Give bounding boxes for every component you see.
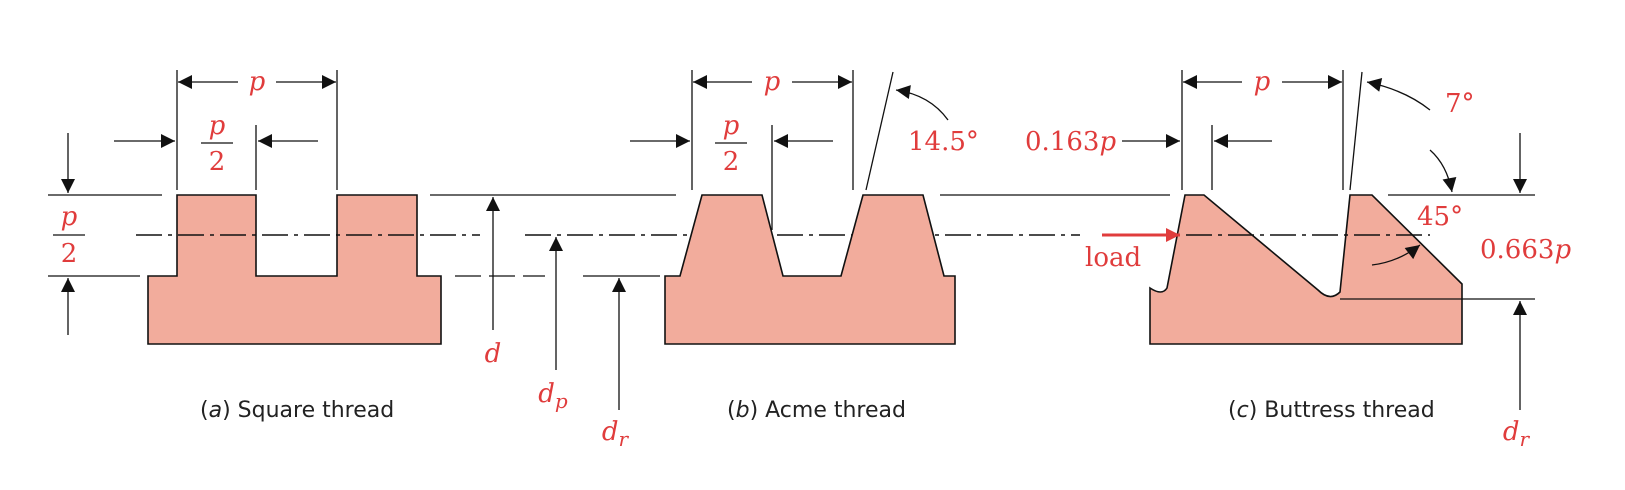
buttress-45deg-label: 45°: [1417, 202, 1463, 232]
square-half-pitch-numerator: p: [209, 111, 226, 141]
square-depth-numerator: p: [61, 202, 78, 232]
acme-thread-profile: [664, 194, 956, 345]
acme-angle-label: 14.5°: [908, 127, 979, 157]
buttress-45deg-arrow-top: [1429, 149, 1457, 193]
square-half-pitch-denominator: 2: [209, 147, 226, 177]
acme-half-pitch-numerator: p: [723, 111, 740, 141]
buttress-thread: p 0.163p 7° 45° 0.663p dr load (c: [940, 67, 1571, 451]
buttress-pitch-label: p: [1254, 67, 1271, 97]
buttress-dr-label: dr: [1503, 417, 1531, 451]
d-label: d: [485, 339, 502, 369]
buttress-7deg-label: 7°: [1445, 89, 1475, 119]
square-pitch-label: p: [249, 67, 266, 97]
buttress-thread-profile: [1149, 194, 1463, 345]
buttress-depth-label: 0.663p: [1480, 235, 1571, 265]
buttress-45deg-arrow-bottom: [1371, 244, 1421, 266]
acme-half-pitch-denominator: 2: [723, 147, 740, 177]
caption-buttress-thread: (c) Buttress thread: [1228, 398, 1435, 423]
buttress-7deg-arrow: [1366, 78, 1431, 111]
caption-acme-thread: (b) Acme thread: [727, 398, 906, 423]
square-depth-denominator: 2: [61, 239, 78, 269]
buttress-crest-label: 0.163p: [1025, 127, 1116, 157]
square-thread-profile: [147, 194, 442, 345]
acme-angle-arrow: [895, 85, 949, 121]
diameter-leaders: d dp dr: [430, 194, 1080, 451]
load-label: load: [1085, 243, 1141, 273]
caption-square-thread: (a) Square thread: [200, 398, 394, 423]
square-thread: p p 2 p 2 (a) Square thread: [48, 67, 480, 423]
buttress-7deg-line: [1349, 71, 1363, 191]
acme-pitch-label: p: [764, 67, 781, 97]
dp-label: dp: [538, 379, 568, 413]
acme-thread: p p 2 14.5° (b) Acme thread: [630, 67, 979, 423]
dr-label: dr: [602, 417, 630, 451]
acme-flank-angle-line: [865, 71, 894, 191]
